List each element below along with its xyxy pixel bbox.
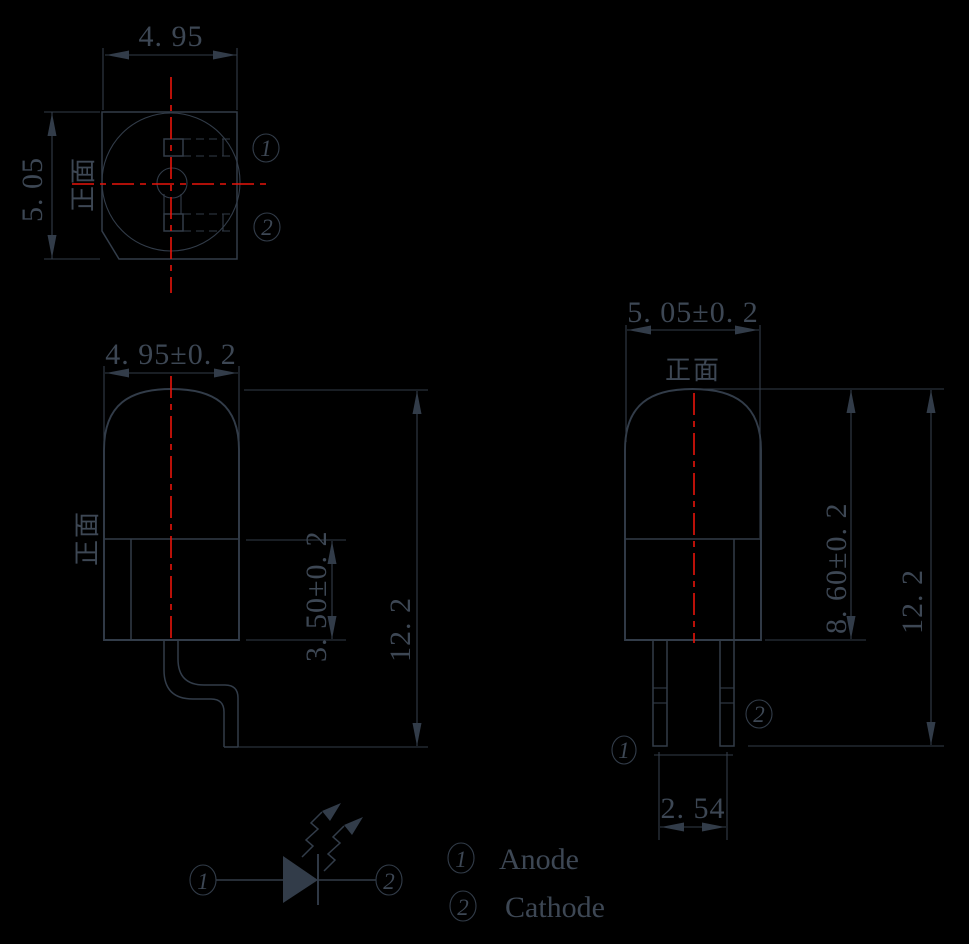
legend: 1 Anode 2 Cathode [447, 842, 605, 924]
lead-frame-1 [163, 138, 235, 157]
emission-arrowhead-icon [322, 803, 341, 821]
led-schematic: 1 2 [189, 803, 403, 905]
keyhole-notch [163, 194, 182, 214]
pin1-circle-icon [447, 842, 475, 874]
package-outline [101, 111, 238, 260]
emission-arrow-2 [323, 817, 363, 872]
emission-arrow-1 [301, 803, 341, 858]
svg-text:2: 2 [261, 215, 273, 240]
emission-arrowhead-icon [344, 817, 363, 835]
svg-text:2: 2 [383, 869, 395, 894]
schematic-pin2-callout: 2 [375, 864, 403, 896]
front-pin1-callout: 1 [611, 735, 637, 765]
pin2-circle-icon [449, 890, 477, 922]
arrow-down-icon [926, 722, 936, 745]
svg-text:2: 2 [457, 895, 469, 920]
die-circle [156, 167, 188, 199]
side-total-dim-text: 12. 2 [384, 597, 417, 662]
side-total-dimension: 12. 2 [226, 389, 428, 748]
svg-text:1: 1 [618, 738, 630, 763]
top-pin2-callout: 2 [253, 212, 281, 242]
front-front-label: 正面 [665, 356, 721, 385]
top-front-label: 正面 [69, 156, 98, 212]
top-view: 4. 95 5. 05 [16, 20, 281, 293]
front-width-dim-text: 5. 05±0. 2 [627, 296, 758, 329]
front-body-dim-text: 8. 60±0. 2 [820, 503, 853, 634]
lead-frame-2 [163, 213, 235, 232]
arrow-left-icon [106, 50, 129, 60]
svg-text:1: 1 [455, 847, 467, 872]
arrow-up-icon [926, 390, 936, 413]
legend-item-cathode: 2 Cathode [449, 890, 605, 924]
side-front-label: 正面 [73, 510, 102, 566]
side-width-dim-text: 4. 95±0. 2 [105, 338, 236, 371]
front-lead-2 [719, 639, 735, 747]
pin2-circle-icon [375, 864, 403, 896]
top-width-dimension: 4. 95 [105, 20, 237, 60]
svg-text:1: 1 [260, 136, 272, 161]
diode-triangle-icon [283, 856, 318, 903]
top-pin1-callout: 1 [252, 133, 280, 163]
arrow-up-icon [412, 391, 422, 414]
side-base-dim-text: 3. 50±0. 2 [300, 531, 333, 662]
front-total-dim-text: 12. 2 [896, 569, 929, 634]
side-bent-lead [163, 641, 239, 748]
front-pitch-dimension: 2. 54 [658, 752, 728, 840]
front-pitch-dim-text: 2. 54 [661, 792, 726, 825]
front-body-dimension: 8. 60±0. 2 [695, 388, 944, 641]
svg-text:2: 2 [753, 702, 765, 727]
arrow-down-icon [47, 235, 57, 258]
anode-label: Anode [499, 843, 579, 876]
pin1-circle-icon [252, 133, 280, 163]
pin1-circle-icon [611, 735, 637, 765]
top-height-dim-text: 5. 05 [16, 157, 49, 222]
schematic-pin1-callout: 1 [189, 864, 217, 896]
top-width-dim-text: 4. 95 [139, 20, 204, 53]
front-view: 正面 5. 05±0. 2 8. 60±0. 2 12. 2 [611, 296, 944, 840]
arrow-up-icon [47, 113, 57, 136]
top-height-dimension: 5. 05 [16, 112, 57, 259]
pin2-circle-icon [253, 212, 281, 242]
front-width-dimension: 5. 05±0. 2 [625, 296, 761, 538]
pin2-circle-icon [745, 699, 773, 729]
side-base-dimension: 3. 50±0. 2 [246, 531, 346, 662]
front-body-outline [624, 388, 762, 641]
legend-item-anode: 1 Anode [447, 842, 579, 876]
front-pin2-callout: 2 [745, 699, 773, 729]
arrow-right-icon [213, 50, 236, 60]
side-view: 正面 4. 95±0. 2 3. 50±0. 2 12. 2 [73, 338, 428, 748]
cathode-label: Cathode [505, 891, 605, 924]
svg-text:1: 1 [197, 869, 209, 894]
front-total-dimension: 12. 2 [748, 390, 944, 747]
side-width-dimension: 4. 95±0. 2 [103, 338, 240, 455]
front-lead-1 [652, 639, 668, 747]
top-view-extension-lines [44, 48, 238, 260]
arrow-up-icon [846, 390, 856, 413]
arrow-down-icon [412, 723, 422, 746]
